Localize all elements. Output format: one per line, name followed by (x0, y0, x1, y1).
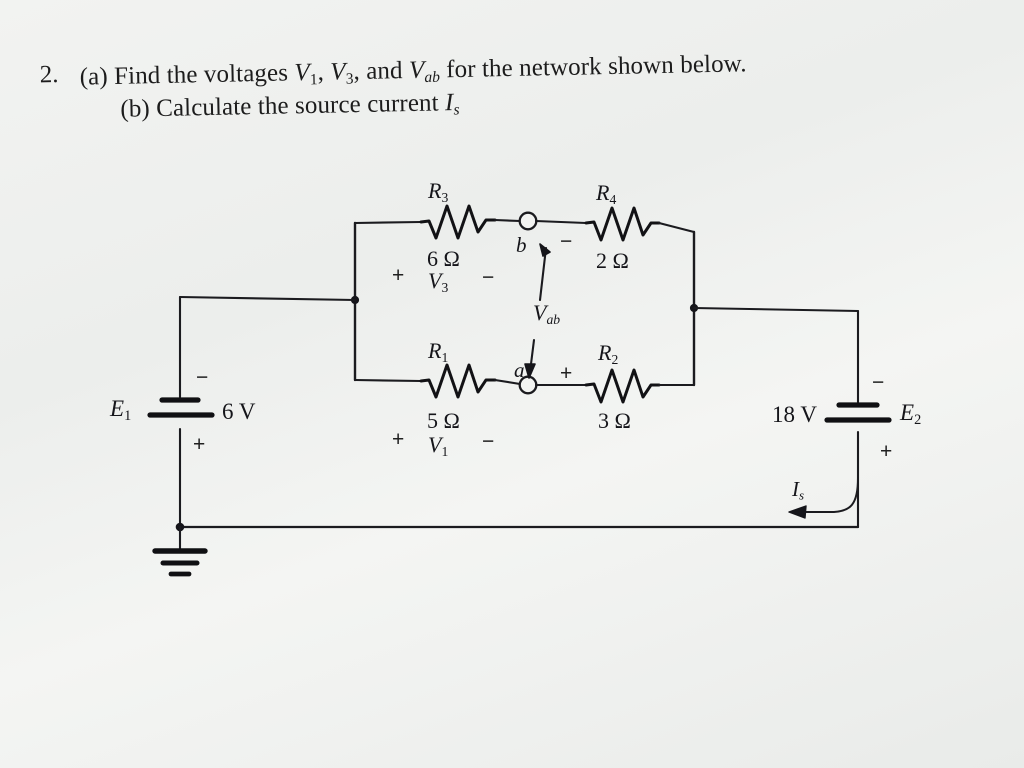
voltage-V1-symbol: V (428, 432, 442, 457)
vab-arrow-upper-head (539, 243, 551, 257)
wire-left-bus-to-E1-top (178, 295, 357, 302)
resistor-R1-label: R1 (428, 338, 448, 366)
node-a-plus-sign: + (560, 362, 573, 385)
resistor-R3-body (419, 204, 497, 240)
resistor-R2-name: R (598, 340, 612, 365)
voltage-Vab-subscript: ab (546, 311, 561, 327)
source-E1-positive-sign: + (193, 433, 206, 456)
resistor-R3-value: 6 Ω (427, 246, 460, 271)
voltage-V3-subscript: 3 (441, 279, 449, 295)
wire-top-left-corner (353, 220, 423, 225)
source-E1-label: E1 (110, 396, 131, 425)
resistor-R3-name: R (428, 178, 442, 203)
source-E1-value: 6 V (222, 399, 256, 424)
resistor-R4-body (584, 206, 661, 242)
resistor-R3-subscript: 3 (441, 189, 449, 205)
resistor-R2-subscript: 2 (611, 351, 619, 367)
voltage-Vab-label: Vab (533, 300, 560, 328)
wire-node-b-to-R4 (534, 219, 588, 225)
source-E1-symbol: E (110, 396, 125, 421)
resistor-R3-minus-sign: − (482, 266, 495, 289)
resistor-R1-minus-sign: − (482, 430, 495, 453)
resistor-R3-plus-sign: + (392, 264, 405, 287)
source-E2-symbol: E (900, 400, 915, 425)
vab-arrow-upper-shaft (538, 246, 548, 302)
resistor-R4-value: 2 Ω (596, 248, 629, 273)
voltage-V1-subscript: 1 (441, 443, 449, 459)
current-Is-arrowhead (788, 505, 807, 519)
resistor-R2-label: R2 (598, 340, 618, 368)
resistor-R1-value: 5 Ω (427, 408, 460, 433)
resistor-R4-subscript: 4 (609, 191, 617, 207)
resistor-R1-name: R (428, 338, 442, 363)
resistor-R2-body (584, 368, 661, 404)
source-E2-negative-sign: − (872, 371, 885, 394)
resistor-R1-body (419, 363, 497, 399)
voltage-V3-label: V3 (428, 268, 448, 296)
source-E2-subscript: 2 (914, 411, 922, 428)
source-E1-negative-sign: − (196, 366, 209, 389)
resistor-R4-label: R4 (596, 180, 616, 208)
current-Is-subscript: s (799, 487, 805, 503)
source-E2-positive-sign: + (880, 440, 893, 463)
voltage-V3-symbol: V (428, 268, 442, 293)
current-Is-symbol: I (792, 477, 799, 501)
wire-R4-to-right-bus (657, 221, 696, 234)
node-b-minus-sign: − (560, 230, 573, 253)
resistor-R1-subscript: 1 (441, 349, 449, 365)
resistor-R3-label: R3 (428, 178, 448, 206)
source-E2-label: E2 (900, 400, 921, 429)
resistor-R1-plus-sign: + (392, 428, 405, 451)
voltage-Vab-symbol: V (533, 300, 547, 325)
voltage-V1-label: V1 (428, 432, 448, 460)
current-Is-label: Is (792, 477, 804, 504)
current-Is-arc (799, 477, 859, 513)
wire-right-bus-to-E2-top (692, 306, 860, 313)
node-b-label: b (516, 233, 527, 257)
resistor-R4-name: R (596, 180, 610, 205)
wire-R3-to-node-b (493, 218, 522, 223)
wire-R1-to-node-a (493, 378, 522, 386)
vab-arrow-lower-head (524, 363, 536, 379)
resistor-R2-value: 3 Ω (598, 408, 631, 433)
node-b-terminal (518, 211, 538, 231)
source-E2-value: 18 V (772, 402, 817, 427)
source-E1-subscript: 1 (124, 407, 132, 424)
node-a-label: a (514, 358, 525, 382)
wire-bottom-left-corner (353, 378, 423, 383)
